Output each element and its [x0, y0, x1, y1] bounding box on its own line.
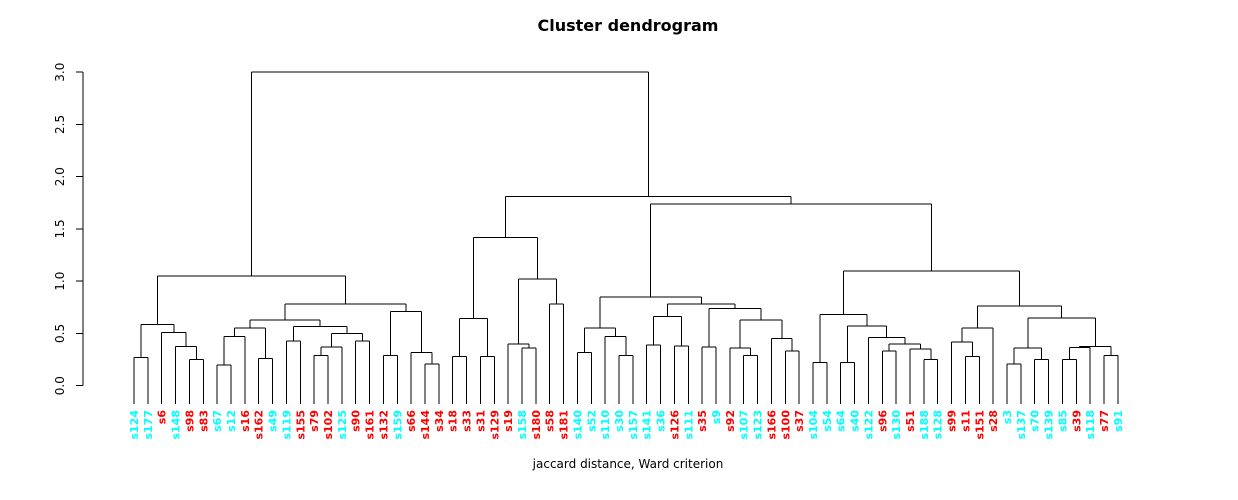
leaf-label: s90	[350, 410, 363, 432]
leaf-label: s104	[807, 410, 820, 440]
leaf-label: s79	[308, 410, 321, 432]
leaf-label: s139	[1043, 410, 1056, 440]
leaf-label: s177	[142, 410, 155, 440]
leaf-label: s11	[959, 410, 972, 432]
leaf-label: s77	[1098, 410, 1111, 432]
leaf-label: s102	[322, 410, 335, 440]
dendrogram-lines	[133, 71, 1119, 404]
leaf-label: s9	[710, 410, 723, 424]
leaf-label: s36	[655, 410, 668, 432]
leaf-label: s124	[128, 410, 141, 440]
leaf-label: s166	[765, 410, 778, 440]
leaf-label: s18	[447, 410, 460, 432]
leaf-label: s118	[1084, 410, 1097, 440]
leaf-label: s157	[627, 410, 640, 440]
y-axis-tick-label: 2.5	[53, 115, 67, 134]
leaf-label: s37	[793, 410, 806, 432]
leaf-label: s12	[225, 410, 238, 432]
leaf-label: s54	[821, 410, 834, 432]
leaf-label: s35	[696, 410, 709, 432]
leaf-label: s91	[1112, 410, 1125, 432]
leaf-label: s96	[876, 410, 889, 432]
y-axis-tick-label: 0.0	[53, 376, 67, 395]
leaf-label: s58	[544, 410, 557, 432]
leaf-label: s148	[170, 410, 183, 440]
leaf-label: s28	[987, 410, 1000, 432]
leaf-label: s151	[973, 410, 986, 440]
leaf-label: s30	[613, 410, 626, 432]
leaf-label: s100	[779, 410, 792, 440]
leaf-label: s122	[862, 410, 875, 440]
leaf-label: s70	[1029, 410, 1042, 432]
leaf-label: s159	[391, 410, 404, 440]
leaf-label: s119	[280, 410, 293, 440]
leaf-label: s3	[1001, 410, 1014, 424]
y-axis-tick-label: 1.5	[53, 219, 67, 238]
leaf-label: s107	[738, 410, 751, 440]
leaf-label: s49	[267, 410, 280, 432]
leaf-label: s64	[835, 410, 848, 432]
leaf-label: s180	[530, 410, 543, 440]
leaf-label: s123	[752, 410, 765, 440]
chart-title: Cluster dendrogram	[538, 16, 719, 35]
leaf-label: s92	[724, 410, 737, 432]
leaf-label: s128	[932, 410, 945, 440]
leaf-label: s126	[668, 410, 681, 440]
leaf-label: s155	[294, 410, 307, 440]
leaf-label: s140	[571, 410, 584, 440]
y-axis: 0.0 0.5 1.0 1.5 2.0 2.5 3.0	[53, 63, 84, 395]
leaf-label: s52	[585, 410, 598, 432]
leaf-label: s111	[682, 410, 695, 440]
leaf-label: s19	[502, 410, 515, 432]
leaf-label: s130	[890, 410, 903, 440]
x-axis-label: jaccard distance, Ward criterion	[532, 457, 724, 471]
leaf-label: s51	[904, 410, 917, 432]
leaf-label: s162	[253, 410, 266, 440]
y-axis-tick-label: 0.5	[53, 324, 67, 343]
leaf-label: s66	[405, 410, 418, 432]
leaf-label: s67	[211, 410, 224, 432]
leaf-label: s129	[488, 410, 501, 440]
y-axis-tick-label: 3.0	[53, 63, 67, 82]
leaf-label: s98	[183, 410, 196, 432]
leaf-label: s39	[1070, 410, 1083, 432]
leaf-label: s33	[461, 410, 474, 432]
leaf-label: s132	[377, 410, 390, 440]
leaf-label: s85	[1056, 410, 1069, 432]
leaf-label: s181	[558, 410, 571, 440]
leaf-label: s161	[364, 410, 377, 440]
leaf-label: s144	[419, 410, 432, 440]
leaf-label: s16	[239, 410, 252, 432]
leaf-label: s6	[156, 410, 169, 425]
leaf-label: s31	[474, 410, 487, 432]
leaf-label: s110	[599, 410, 612, 440]
leaf-label: s40	[849, 410, 862, 432]
leaf-label: s83	[197, 410, 210, 432]
y-axis-tick-label: 1.0	[53, 272, 67, 291]
leaf-label: s158	[516, 410, 529, 440]
leaf-label: s137	[1015, 410, 1028, 440]
leaf-label: s188	[918, 410, 931, 440]
leaf-label: s141	[641, 410, 654, 440]
leaf-label: s34	[433, 410, 446, 432]
y-axis-tick-label: 2.0	[53, 167, 67, 186]
leaf-label: s125	[336, 410, 349, 440]
leaf-label: s99	[946, 410, 959, 432]
